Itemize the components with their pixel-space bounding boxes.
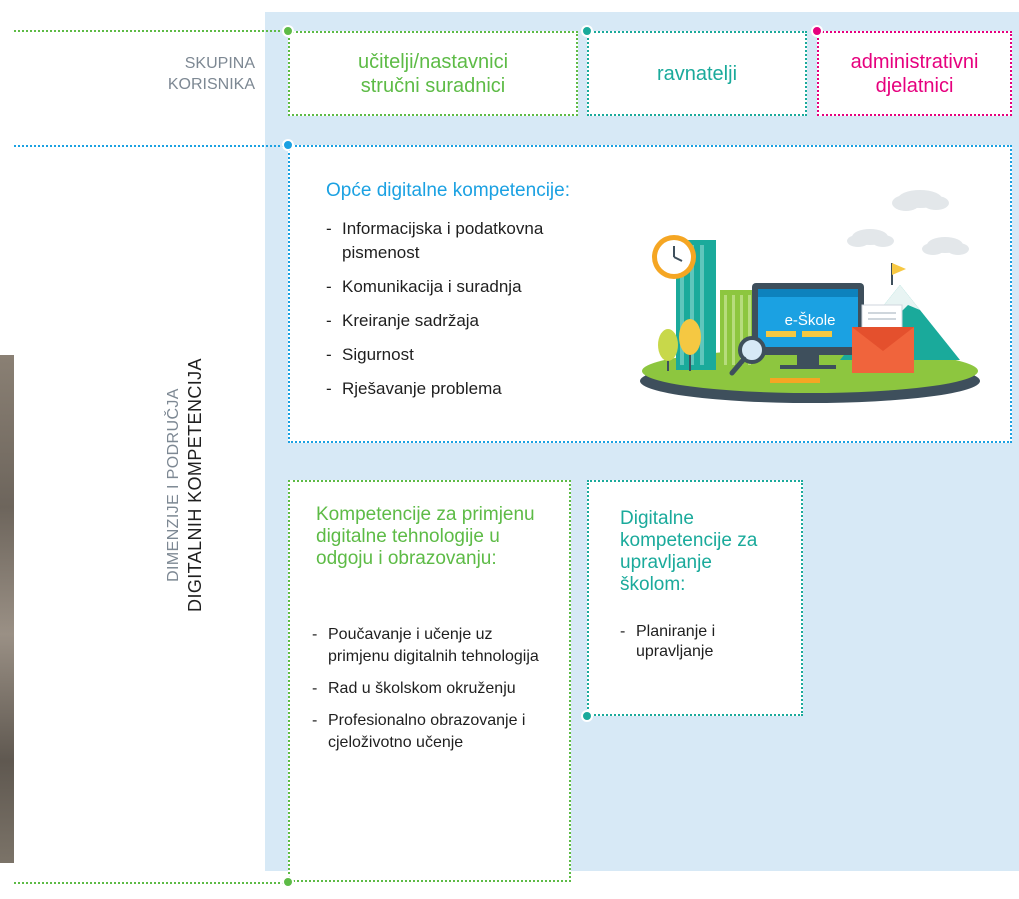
teaching-competences-title: Kompetencije za primjenu digitalne tehno… [316, 504, 535, 569]
bottom-guide-line [14, 882, 284, 884]
connector-dot-pink [811, 25, 823, 37]
general-competences-title: Opće digitalne kompetencije: [326, 180, 570, 201]
cloud-icon [847, 229, 894, 247]
user-group-principals-label: ravnatelji [656, 62, 738, 85]
teaching-competences-list: Poučavanje i učenje uz primjenu digitaln… [312, 624, 552, 754]
connector-dot-teal-bottom [581, 710, 593, 722]
magnifier-icon [729, 336, 766, 376]
management-competences-box [587, 480, 803, 716]
middle-guide-line [14, 145, 284, 147]
list-item: Informacijska i podatkovna pismenost [326, 217, 611, 265]
general-competences-list: Informacijska i podatkovna pismenost Kom… [326, 217, 611, 401]
tree-icon [658, 329, 678, 371]
list-item: Komunikacija i suradnja [326, 275, 611, 299]
user-group-administrative-label: administrativni djelatnici [850, 50, 979, 97]
pencil-icon [770, 378, 820, 383]
e-skole-illustration: e-Škole [640, 190, 980, 403]
list-item: Rješavanje problema [326, 377, 611, 401]
list-item: Rad u školskom okruženju [312, 678, 552, 700]
list-item: Profesionalno obrazovanje i cjeloživotno… [312, 710, 552, 754]
list-item: Kreiranje sadržaja [326, 309, 611, 333]
management-competences-list: Planiranje i upravljanje [620, 622, 780, 662]
side-title-line2: DIGITALNIH KOMPETENCIJA [185, 358, 205, 612]
monitor-label: e-Škole [785, 312, 836, 329]
list-item: Sigurnost [326, 343, 611, 367]
clock-icon [652, 235, 696, 279]
list-item: Poučavanje i učenje uz primjenu digitaln… [312, 624, 552, 668]
user-group-teachers-label: učitelji/nastavnici stručni suradnici [357, 50, 509, 97]
user-group-principals: ravnatelji [587, 31, 807, 116]
connector-dot-teal [581, 25, 593, 37]
cloud-icon [892, 190, 949, 211]
envelope-icon [852, 304, 914, 373]
user-group-administrative: administrativni djelatnici [817, 31, 1012, 116]
list-item: Planiranje i upravljanje [620, 622, 780, 662]
top-guide-line [14, 30, 284, 32]
cloud-icon [922, 237, 969, 255]
side-title-line1: DIMENZIJE I PODRUČJA [165, 388, 182, 582]
connector-dot-blue [282, 139, 294, 151]
background-photo-strip [0, 355, 14, 863]
connector-dot-green [282, 25, 294, 37]
tree-icon [679, 319, 701, 371]
management-competences-title: Digitalne kompetencije za upravljanje šk… [620, 508, 758, 595]
monitor-icon: e-Škole [752, 283, 864, 369]
user-group-label: SKUPINA KORISNIKA [167, 55, 255, 93]
connector-dot-green-bottom [282, 876, 294, 888]
user-group-teachers: učitelji/nastavnici stručni suradnici [288, 31, 578, 116]
